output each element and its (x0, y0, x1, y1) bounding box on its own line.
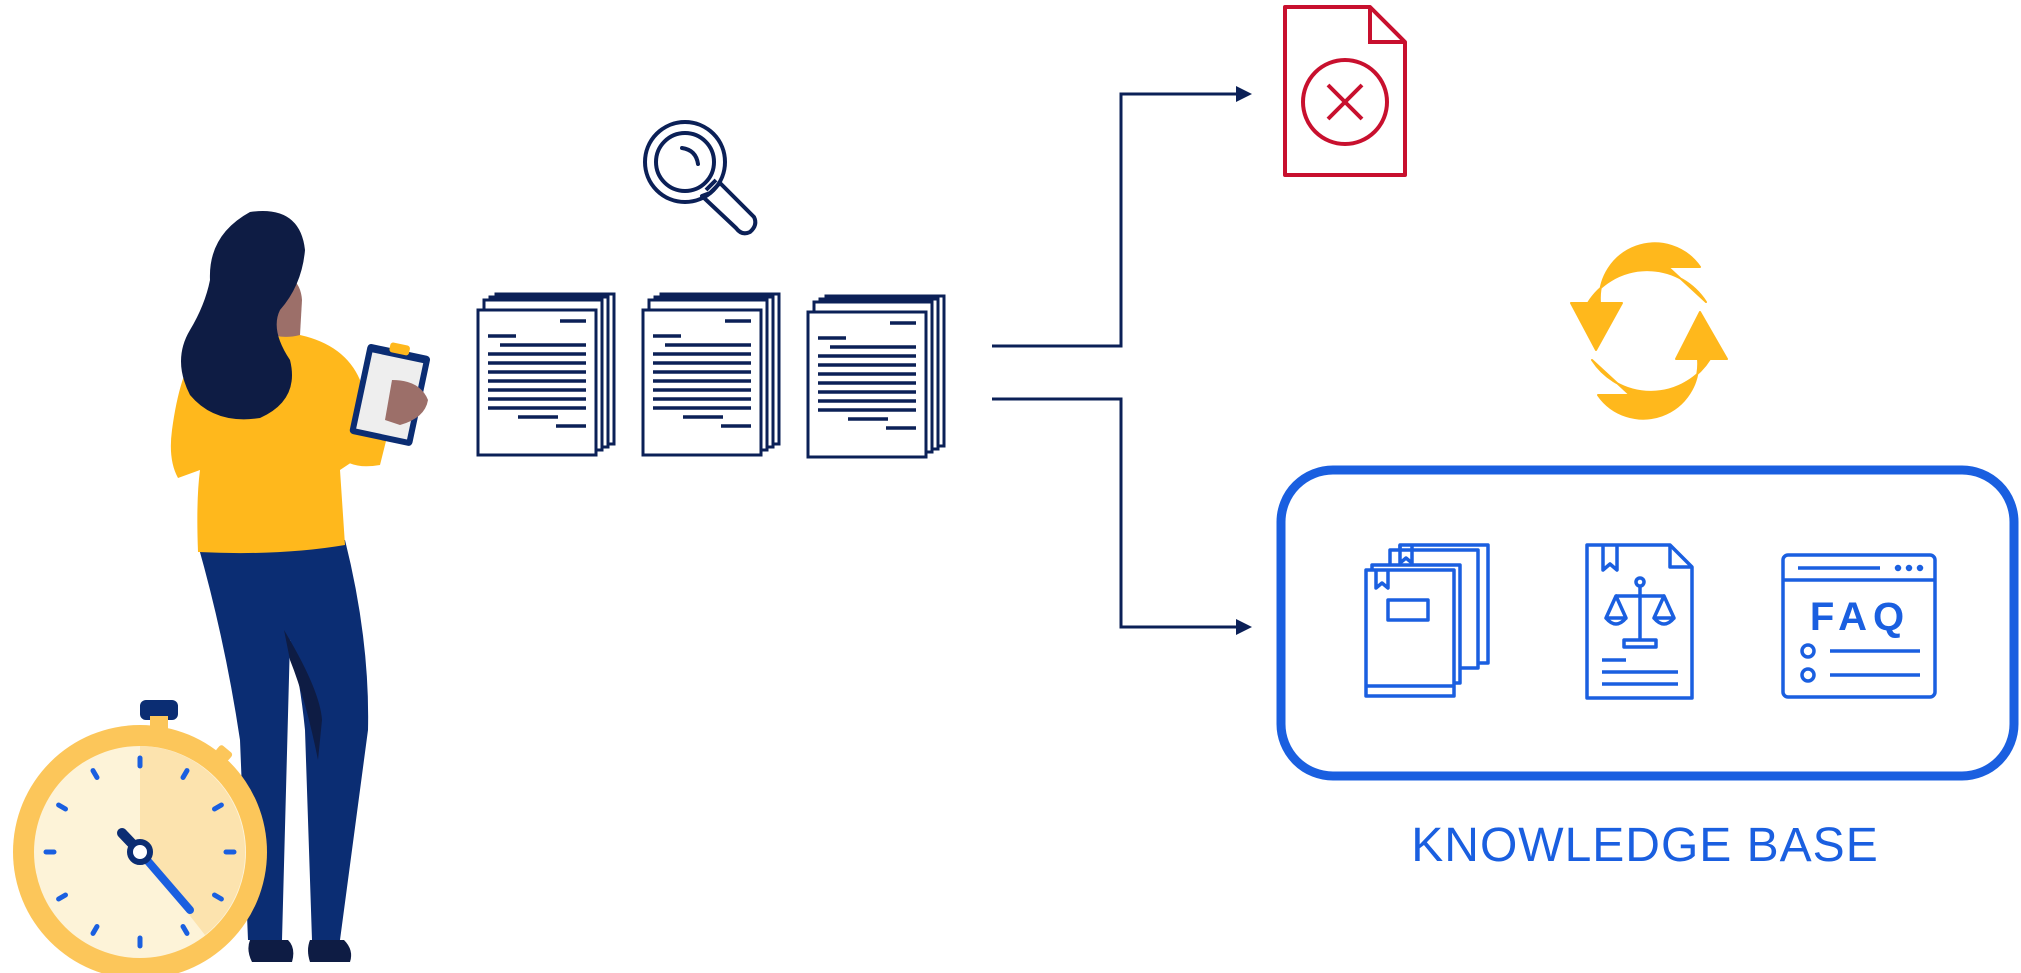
stopwatch-icon (13, 700, 267, 973)
rejected-file-icon (1283, 5, 1407, 177)
knowledge-base-label: KNOWLEDGE BASE (1411, 819, 1879, 872)
connector-arrows (992, 92, 1240, 629)
document-stack-3 (806, 294, 946, 459)
arrowhead-bottom (1236, 619, 1252, 635)
stopwatch-tick (212, 892, 224, 902)
woman-hair (181, 211, 305, 420)
woman-figure (170, 211, 431, 962)
books-icon (1364, 543, 1490, 698)
stopwatch-ticks (43, 755, 237, 949)
stopwatch-tick (90, 924, 100, 936)
woman-legs (198, 540, 369, 940)
legal-document-icon (1585, 543, 1694, 700)
document-stack-1 (476, 292, 616, 457)
woman-shoe-left (248, 940, 294, 962)
stopwatch-tick (90, 768, 100, 780)
faq-text: FAQ (1810, 595, 1910, 639)
arrow-to-knowledge-base (992, 397, 1240, 629)
arrowhead-top (1236, 86, 1252, 102)
arrow-to-rejected (992, 92, 1240, 348)
document-stack-2 (641, 292, 781, 457)
woman-leg-shadow (284, 630, 322, 760)
faq-window-icon (1781, 553, 1937, 699)
stopwatch-crown (140, 700, 178, 720)
magnifier-icon (643, 120, 758, 236)
woman-shoe-right (308, 940, 352, 962)
stopwatch-tick (180, 768, 190, 780)
woman-hand (385, 380, 428, 425)
stopwatch-tick (180, 924, 190, 936)
stopwatch-center (127, 839, 153, 865)
refresh-cycle-icon (1570, 242, 1728, 420)
woman-arm (310, 360, 390, 467)
stopwatch-sweep (140, 746, 246, 935)
stopwatch-tick (56, 802, 68, 812)
stopwatch-tick (212, 802, 224, 812)
stopwatch-tick (56, 892, 68, 902)
